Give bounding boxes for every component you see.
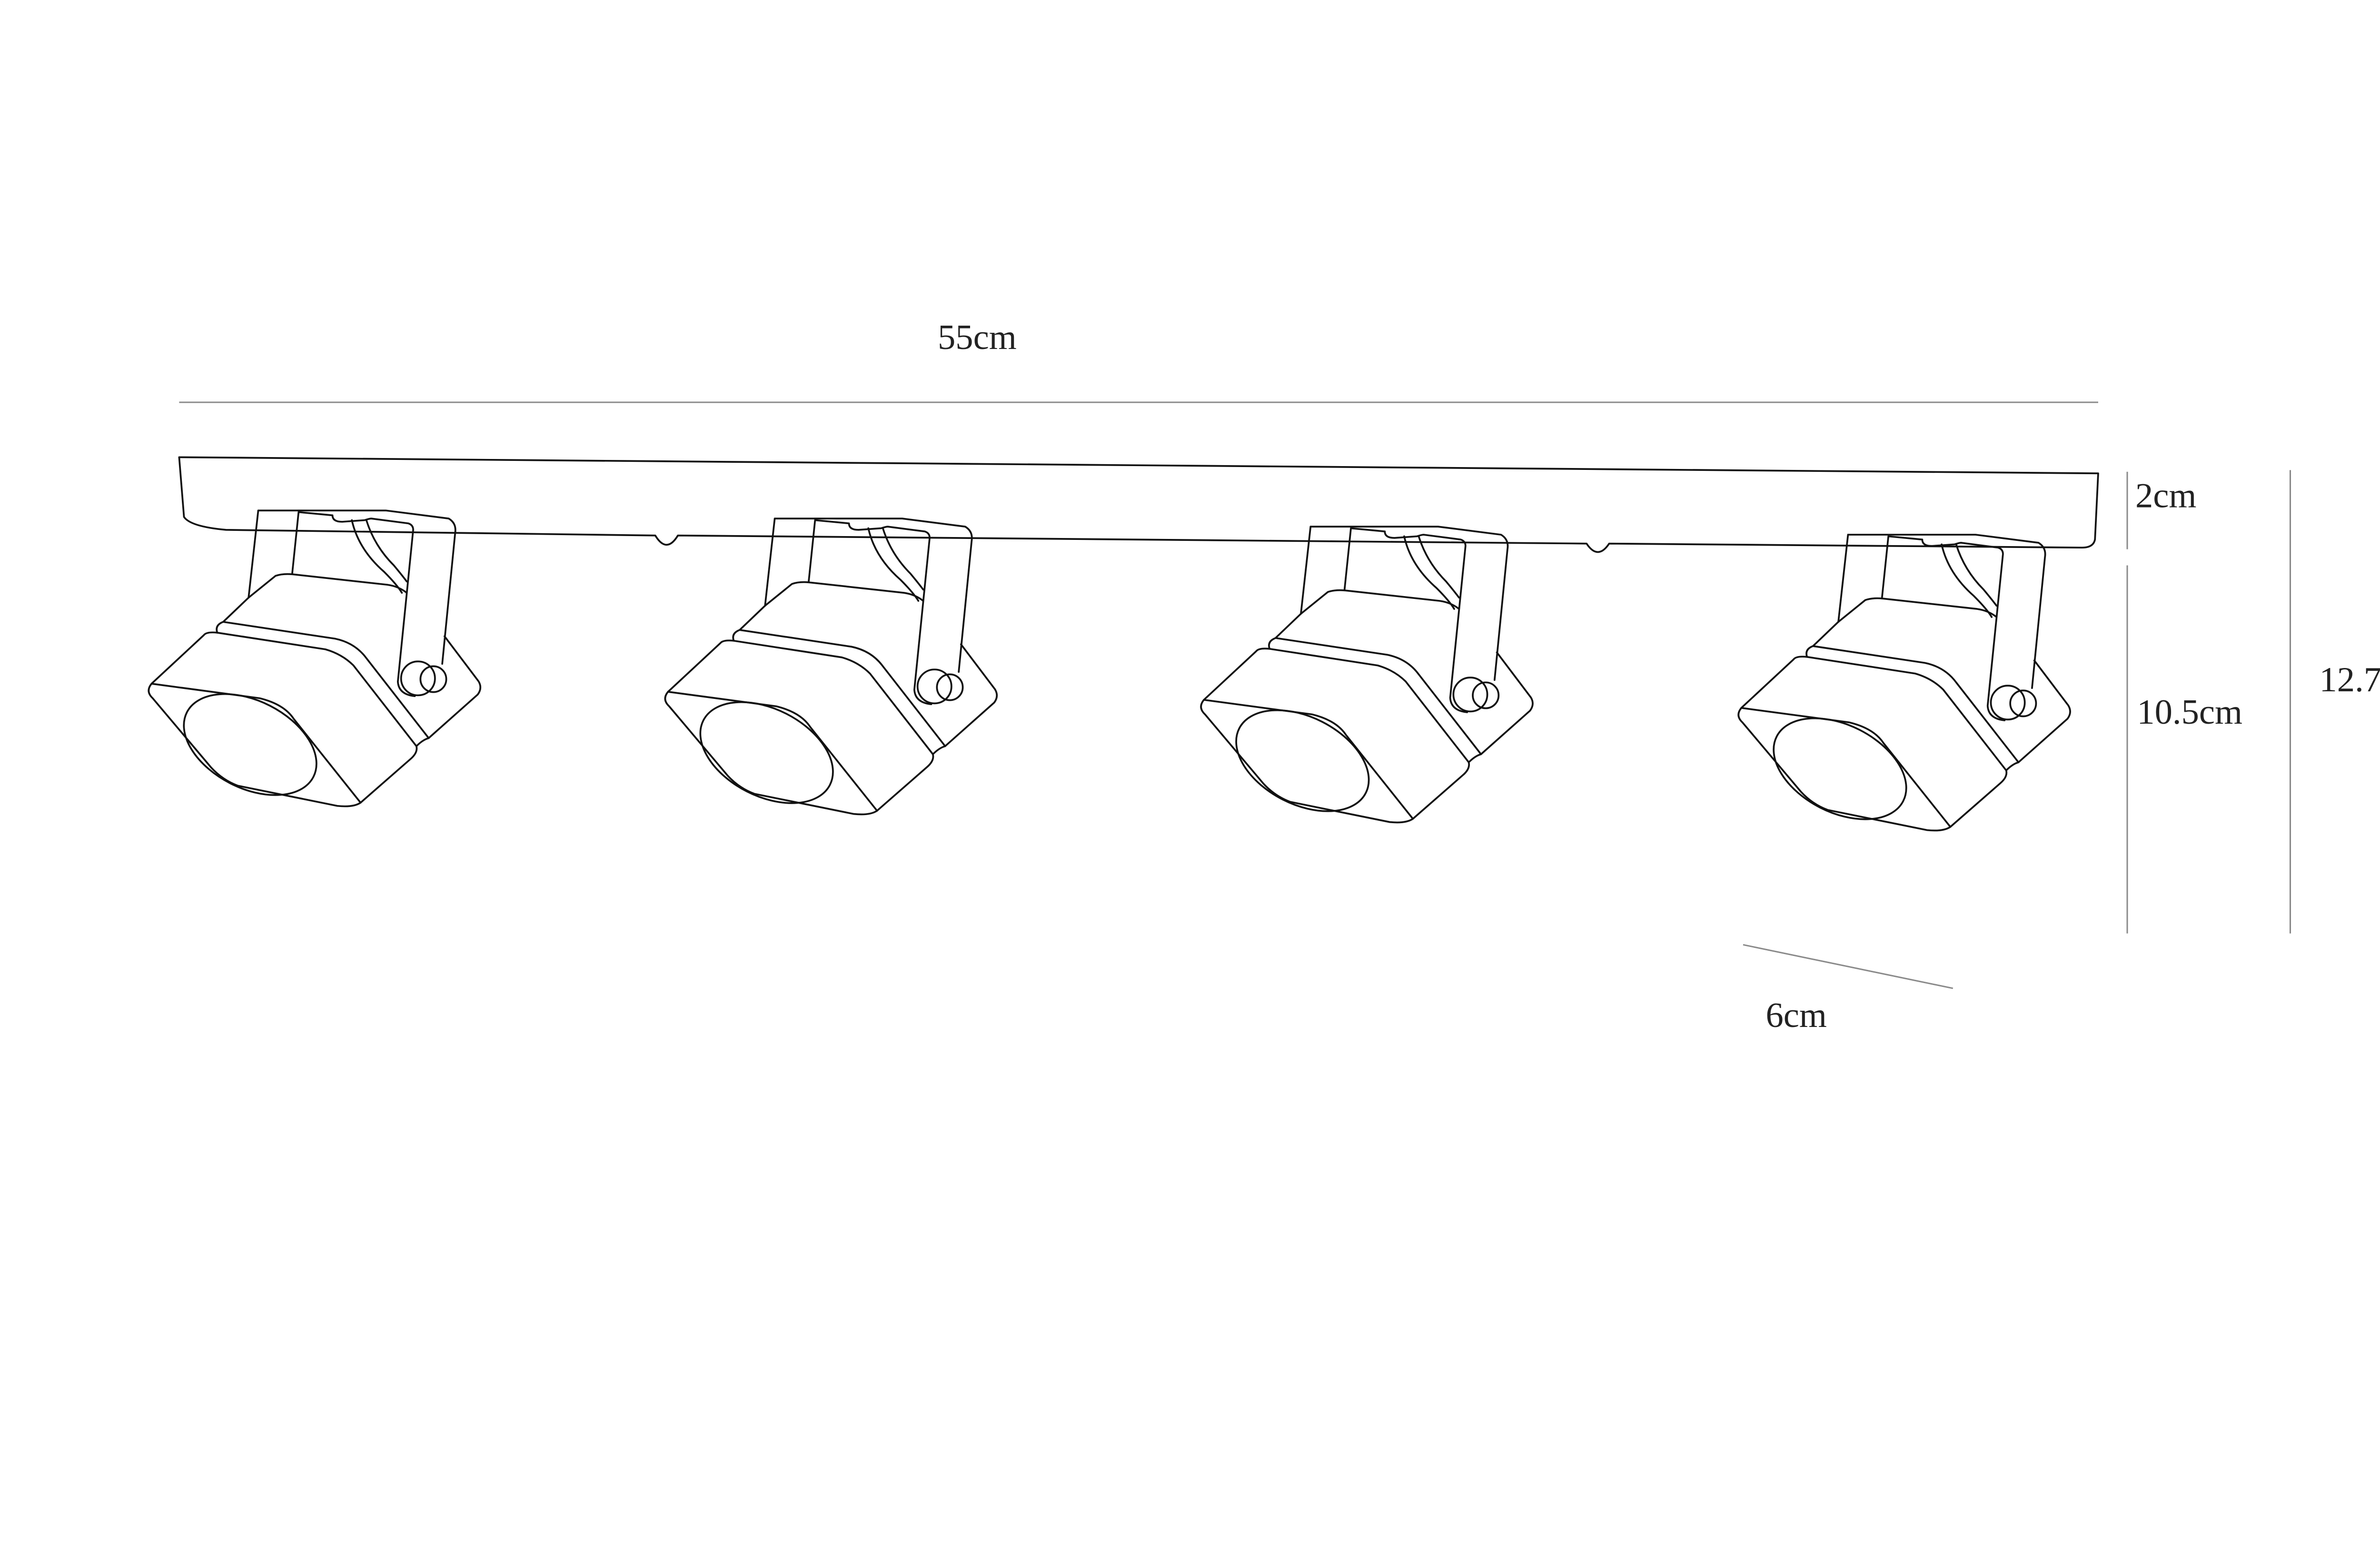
spot-width-label: 6cm xyxy=(1765,996,1826,1035)
mounting-bar xyxy=(178,456,2099,553)
total-height-label: 12.7cm xyxy=(2320,660,2380,699)
spotlight-3 xyxy=(1200,526,1534,833)
spot-width-dimension-line xyxy=(1743,944,1954,989)
length-label: 55cm xyxy=(938,318,1017,357)
spot-height-label: 10.5cm xyxy=(2137,693,2242,732)
spotlight-2 xyxy=(664,518,998,825)
spotlight-4 xyxy=(1737,534,2071,841)
bar-height-label: 2cm xyxy=(2135,476,2196,515)
spotlight-1 xyxy=(148,509,482,817)
